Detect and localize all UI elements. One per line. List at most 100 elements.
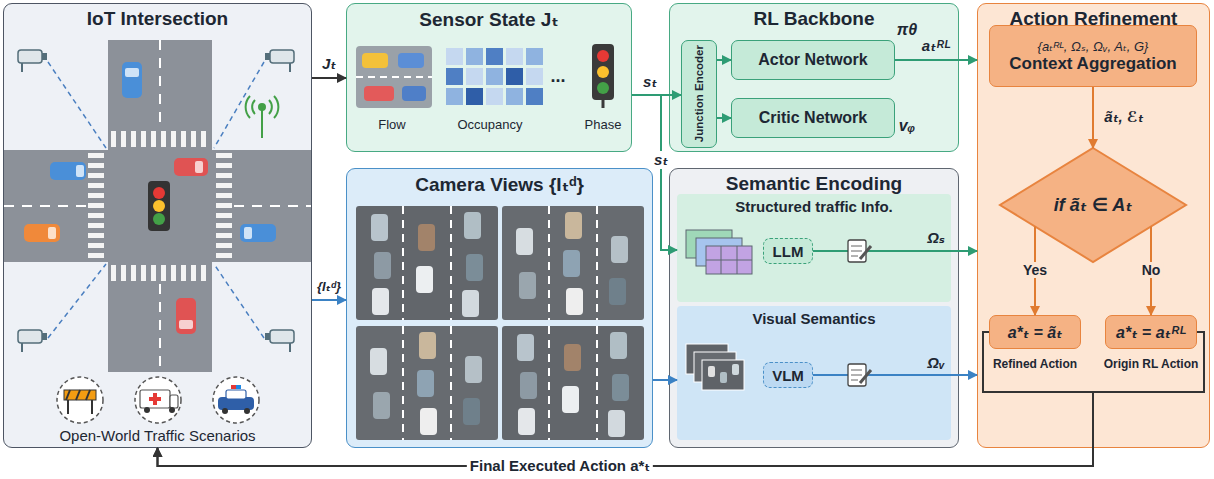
box-label: Context Aggregation bbox=[1009, 54, 1176, 74]
process-box: {aₜᴿᴸ, Ωₛ, Ωᵥ, Aₜ, G}Context Aggregation bbox=[989, 25, 1197, 87]
intersection-illustration bbox=[159, 40, 161, 128]
edge-label-anchor: aₜᴿᴸ bbox=[919, 37, 953, 55]
panel-title: IoT Intersection bbox=[81, 3, 234, 34]
edge-label: aₜᴿᴸ bbox=[919, 37, 953, 55]
note-icons bbox=[851, 375, 862, 376]
intersection-illustration bbox=[195, 161, 203, 173]
edge-label-anchor: Ωᵥ bbox=[924, 354, 948, 371]
intersection-illustration bbox=[153, 200, 165, 212]
scenario-icons bbox=[236, 385, 241, 389]
box-label: VLM bbox=[772, 367, 804, 384]
text-label: Origin RL Action bbox=[1104, 357, 1199, 371]
occupancy-grid bbox=[446, 68, 463, 85]
occupancy-grid bbox=[466, 48, 483, 65]
flow-icon bbox=[356, 46, 432, 108]
panel-title: Camera Views {Iₜᵈ} bbox=[409, 168, 590, 200]
flow-icon bbox=[356, 76, 432, 78]
info-band: Structured traffic Info.LLM bbox=[677, 194, 951, 302]
intersection-illustration bbox=[111, 131, 211, 147]
edge-label: ãₜ, ℰₜ bbox=[1101, 108, 1146, 126]
box-label: {aₜᴿᴸ, Ωₛ, Ωᵥ, Aₜ, G} bbox=[1038, 39, 1149, 54]
scenario-icons bbox=[213, 377, 259, 423]
intersection-illustration bbox=[108, 40, 212, 372]
phase-icon bbox=[592, 44, 614, 100]
note-icons bbox=[851, 246, 862, 247]
antenna-icon bbox=[261, 110, 263, 138]
network-box: Critic Network bbox=[731, 98, 895, 138]
camera-images bbox=[356, 206, 498, 320]
scenario-icons bbox=[57, 377, 103, 423]
connector-arrow bbox=[717, 59, 731, 61]
edge-label-anchor: ãₜ, ℰₜ bbox=[1101, 108, 1146, 126]
occupancy-grid bbox=[446, 48, 463, 65]
panel-title: Sensor State Jₜ bbox=[413, 3, 564, 35]
flow-icon bbox=[362, 53, 388, 68]
box-label: a*ₜ = aₜᴿᴸ bbox=[1116, 323, 1186, 342]
connector-arrow bbox=[895, 59, 977, 61]
scenario-icons bbox=[149, 397, 161, 401]
action-box: a*ₜ = aₜᴿᴸ bbox=[1105, 315, 1197, 349]
panel-title: RL Backbone bbox=[747, 3, 880, 34]
note-icons bbox=[851, 256, 858, 257]
text-label: Refined Action bbox=[993, 357, 1077, 371]
flow-icon bbox=[398, 53, 424, 68]
scenario-icons bbox=[222, 408, 228, 414]
label-anchor: Phase bbox=[585, 117, 622, 132]
edge-label-anchor: Final Executed Action a*ₜ bbox=[467, 457, 653, 475]
occupancy-grid bbox=[526, 68, 543, 85]
scenario-icons bbox=[169, 407, 175, 413]
edge-label: Jₜ bbox=[319, 55, 339, 73]
intersection-illustration bbox=[234, 205, 311, 207]
intersection-illustration bbox=[240, 224, 276, 242]
scenario-icons bbox=[135, 377, 181, 423]
camera-icons bbox=[42, 53, 47, 60]
camera-icons bbox=[21, 63, 23, 72]
occupancy-grid bbox=[466, 68, 483, 85]
camera-images bbox=[502, 326, 644, 440]
intersection-illustration bbox=[153, 213, 165, 225]
camera-icons bbox=[265, 53, 270, 60]
panel-caption: Open-World Traffic Scenarios bbox=[53, 422, 261, 448]
image-stack-icon bbox=[702, 360, 744, 390]
occupancy-grid bbox=[486, 88, 503, 105]
intersection-illustration bbox=[4, 205, 86, 207]
phase-icon bbox=[602, 100, 605, 108]
camera-icons bbox=[18, 330, 42, 343]
text-label: ... bbox=[550, 66, 565, 87]
camera-icons bbox=[289, 343, 291, 352]
intersection-illustration bbox=[153, 187, 165, 199]
intersection-illustration bbox=[179, 320, 193, 329]
table-stack-icon bbox=[706, 246, 752, 274]
panel-fill bbox=[346, 168, 653, 448]
image-stack-icon bbox=[720, 372, 727, 383]
note-icons bbox=[851, 251, 862, 252]
intersection-illustration bbox=[50, 162, 86, 180]
text-label: Phase bbox=[585, 117, 622, 132]
image-stack-icon bbox=[732, 364, 739, 375]
panel-fill bbox=[3, 3, 312, 448]
connector-arrow bbox=[312, 77, 346, 79]
scenario-icons bbox=[66, 390, 70, 400]
connector-arrow bbox=[1092, 87, 1094, 148]
scenario-icons bbox=[170, 395, 178, 408]
note-icons bbox=[851, 380, 858, 381]
text-label: Occupancy bbox=[457, 117, 522, 132]
edge-label: No bbox=[1139, 262, 1164, 278]
box-label: Actor Network bbox=[758, 51, 867, 69]
panel-title: Semantic Encoding bbox=[720, 168, 908, 199]
occupancy-grid bbox=[506, 88, 523, 105]
occupancy-grid bbox=[446, 48, 543, 105]
occupancy-grid bbox=[526, 48, 543, 65]
intersection-illustration bbox=[111, 265, 211, 281]
phase-icon bbox=[597, 82, 609, 94]
occupancy-grid bbox=[506, 48, 523, 65]
camera-icons bbox=[270, 50, 294, 63]
semantic-panel: Semantic EncodingStructured traffic Info… bbox=[669, 168, 959, 448]
antenna-icon bbox=[259, 104, 265, 110]
flow-icon bbox=[402, 86, 426, 101]
occupancy-grid bbox=[446, 88, 463, 105]
intersection-illustration bbox=[176, 298, 196, 334]
scenario-icons bbox=[64, 390, 96, 400]
intersection-illustration bbox=[125, 68, 139, 77]
